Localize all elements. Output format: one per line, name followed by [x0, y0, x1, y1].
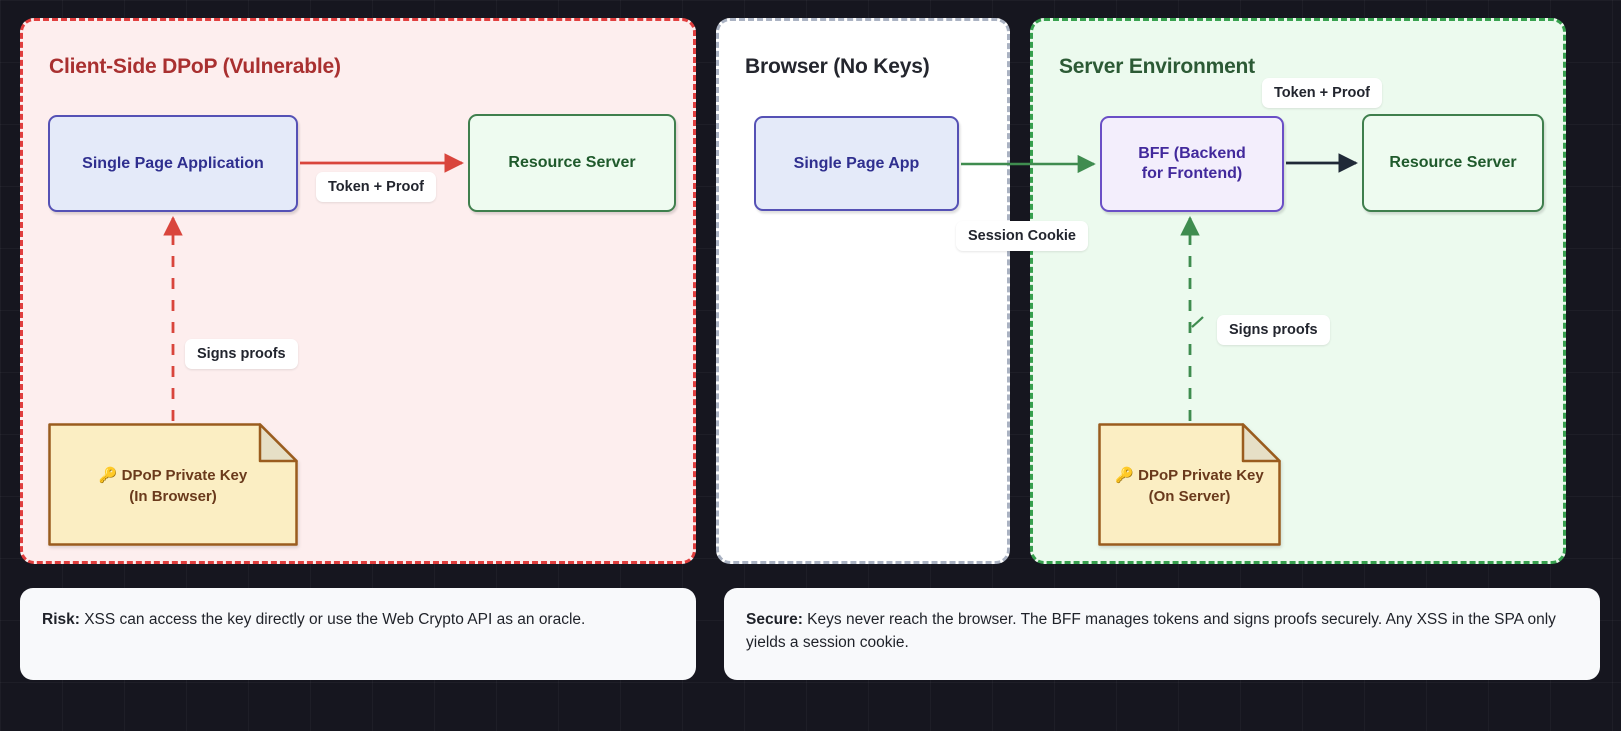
- node-bff[interactable]: BFF (Backend for Frontend): [1100, 116, 1284, 212]
- panel-browser: Browser (No Keys): [716, 18, 1010, 564]
- node-single-page-app[interactable]: Single Page App: [754, 116, 959, 211]
- edge-label-signs-proofs-left: Signs proofs: [185, 339, 298, 369]
- node-single-page-application[interactable]: Single Page Application: [48, 115, 298, 212]
- key-icon: 🔑: [98, 467, 118, 485]
- panel-title-browser: Browser (No Keys): [745, 55, 930, 78]
- node-label: Resource Server: [1389, 154, 1517, 171]
- edge-label-signs-proofs-right: Signs proofs: [1217, 315, 1330, 345]
- caption-secure-text: Keys never reach the browser. The BFF ma…: [746, 611, 1556, 652]
- note-line-2: (On Server): [1148, 487, 1231, 505]
- key-icon: 🔑: [1115, 467, 1134, 485]
- caption-secure: Secure: Keys never reach the browser. Th…: [724, 588, 1600, 680]
- node-resource-server-left[interactable]: Resource Server: [468, 114, 676, 212]
- note-label: DPoP Private Key: [1138, 467, 1264, 485]
- node-label: Single Page Application: [82, 154, 264, 172]
- edge-label-token-proof-left: Token + Proof: [316, 172, 437, 202]
- edge-label-token-proof-right: Token + Proof: [1262, 78, 1383, 108]
- caption-risk-label: Risk:: [42, 611, 80, 628]
- edge-label-session-cookie: Session Cookie: [956, 221, 1088, 251]
- node-label: Single Page App: [793, 154, 920, 172]
- caption-secure-label: Secure:: [746, 611, 803, 628]
- note-line-1: 🔑 DPoP Private Key: [99, 466, 247, 486]
- note-text: 🔑 DPoP Private Key (In Browser): [48, 423, 298, 546]
- note-line-1: 🔑 DPoP Private Key: [1115, 466, 1263, 486]
- panel-title-server-environment: Server Environment: [1059, 55, 1255, 78]
- note-label: DPoP Private Key: [121, 467, 248, 485]
- node-label-line2: for Frontend): [1141, 165, 1243, 182]
- note-shape: [1098, 423, 1281, 546]
- node-resource-server-right[interactable]: Resource Server: [1362, 114, 1544, 212]
- node-label-line1: BFF (Backend: [1138, 145, 1246, 162]
- note-dpop-private-key-browser[interactable]: 🔑 DPoP Private Key (In Browser): [48, 423, 298, 546]
- caption-risk-text: XSS can access the key directly or use t…: [79, 611, 586, 628]
- node-label: Resource Server: [508, 154, 636, 171]
- caption-risk: Risk: XSS can access the key directly or…: [20, 588, 696, 680]
- note-line-2: (In Browser): [129, 487, 217, 505]
- note-shape: [48, 423, 298, 546]
- note-dpop-private-key-server[interactable]: 🔑 DPoP Private Key (On Server): [1098, 423, 1281, 546]
- note-text: 🔑 DPoP Private Key (On Server): [1098, 423, 1281, 546]
- panel-title-client-side-dpop: Client-Side DPoP (Vulnerable): [49, 55, 341, 78]
